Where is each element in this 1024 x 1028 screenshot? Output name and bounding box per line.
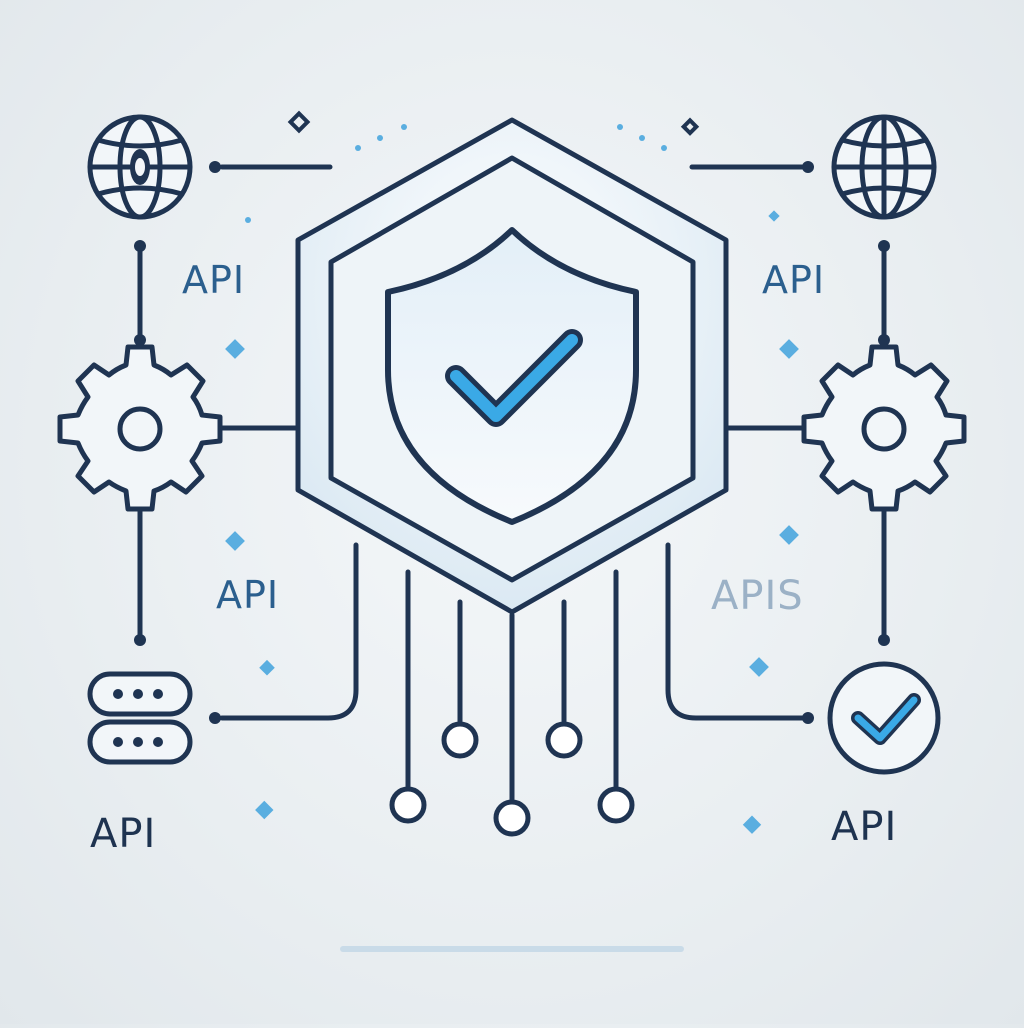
globe-icon [87, 114, 193, 220]
globe-icon [831, 114, 937, 220]
check-circle-icon [827, 661, 941, 775]
connector-lines [137, 164, 887, 639]
api-label-top-left: API [182, 258, 246, 302]
server-icon [87, 671, 193, 765]
api-label-bottom-left: API [90, 811, 157, 857]
api-label-bottom-right: API [831, 804, 898, 850]
api-label-mid-right: APIS [711, 573, 804, 619]
shield-check-icon [385, 227, 639, 525]
api-label-top-right: API [762, 258, 826, 302]
gear-icon [801, 344, 967, 512]
decorative-sparkles [225, 124, 799, 834]
gear-icon [57, 344, 223, 512]
api-label-mid-left: API [216, 573, 280, 617]
circuit-lines [219, 542, 807, 837]
ground-line [340, 946, 684, 952]
decorative-diamonds-outline [287, 110, 700, 136]
